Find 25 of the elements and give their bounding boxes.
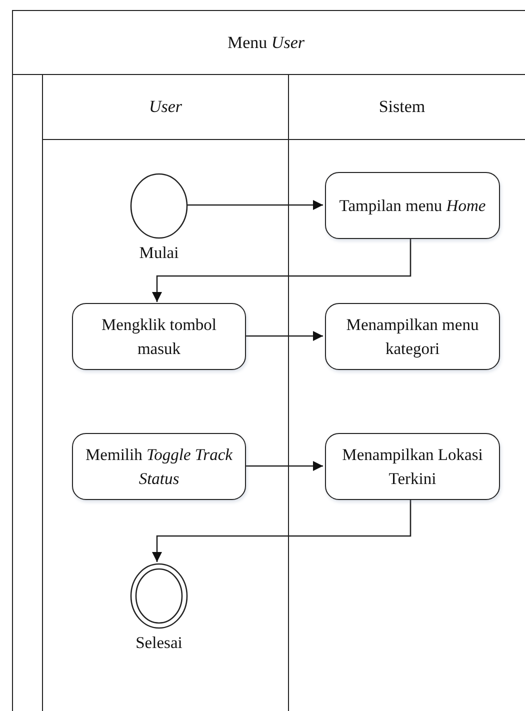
flow-arrow (152, 238, 412, 302)
end-node (130, 563, 188, 629)
lane-title: User (148, 97, 182, 117)
swimlane-pool (12, 10, 525, 711)
action-label: Menampilkan menu kategori (345, 314, 480, 360)
flow-arrow (152, 499, 412, 562)
action-box (72, 303, 246, 370)
action-label: Memilih Toggle Track Status (84, 444, 234, 490)
action-label: Tampilan menu Home (339, 194, 486, 217)
flow-arrow (186, 200, 323, 210)
swimlane (42, 75, 288, 711)
swimlane (288, 75, 525, 711)
action-label: Menampilkan Lokasi Terkini (341, 444, 484, 490)
action-box (72, 433, 246, 500)
action-box (325, 303, 500, 370)
lane-title: Sistem (378, 97, 426, 117)
flow-arrow (244, 331, 323, 341)
start-node (130, 173, 188, 239)
flow-arrow (244, 461, 323, 471)
node-caption: Selesai (134, 633, 184, 653)
action-label: Mengklik tombol masuk (100, 314, 218, 360)
action-box (325, 172, 500, 239)
pool-title: Menu User (228, 32, 304, 52)
action-box (325, 433, 500, 500)
node-caption: Mulai (138, 243, 180, 263)
